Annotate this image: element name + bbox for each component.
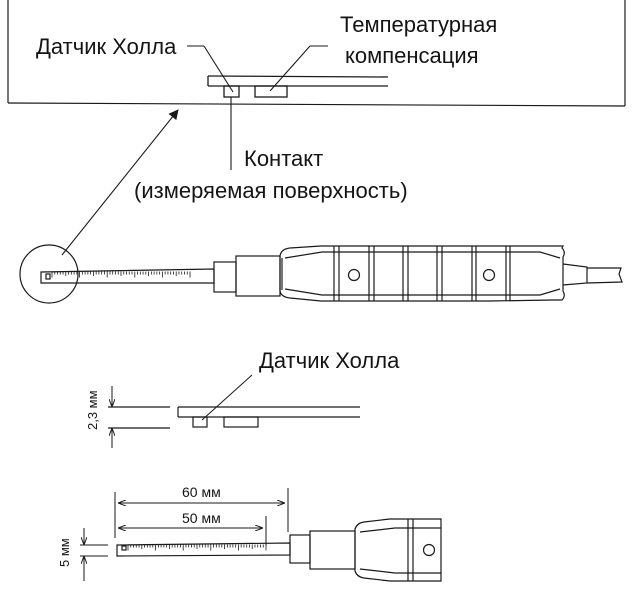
handle-hole-left [347, 268, 361, 282]
hall-leader-diagonal [203, 45, 234, 93]
dimension-view [80, 488, 442, 582]
temp-comp-chip [254, 85, 288, 98]
width-dimension-label: 5 мм [57, 538, 72, 567]
temp-leader-diagonal [269, 45, 311, 92]
contact-label-line2: (измеряемая поверхность) [134, 178, 408, 203]
contact-label-line1: Контакт [244, 146, 324, 171]
temp-comp-label-line2: компенсация [345, 43, 479, 68]
length-60-label: 60 мм [182, 484, 221, 500]
probe-handle [279, 245, 565, 302]
ruler-tip [40, 268, 215, 284]
shaft-collar-2 [235, 255, 281, 297]
side-detail [108, 374, 360, 448]
thickness-dimension-label: 2,3 мм [85, 390, 100, 430]
ruler-tip-dim [116, 542, 291, 557]
side-hall-leader [201, 374, 253, 421]
handle-hole-right [482, 268, 496, 282]
top-detail-box [7, 0, 626, 107]
temp-comp-label-line1: Температурная [340, 12, 498, 37]
hall-sensor-label-top: Датчик Холла [36, 34, 177, 59]
temp-comp-chip-side [223, 416, 259, 428]
hall-sensor-label-side: Датчик Холла [259, 348, 400, 373]
sensor-plate-top [207, 75, 389, 98]
hall-sensor-chip [223, 85, 240, 98]
hall-sensor-chip-side [192, 416, 208, 428]
box-bottom-edge [7, 102, 626, 107]
zoom-arrow [61, 109, 179, 256]
length-50-label: 50 мм [182, 510, 221, 526]
probe-overview [19, 244, 623, 304]
top-leaders [187, 45, 328, 170]
shaft-collar-1 [213, 261, 237, 293]
zoom-circle [19, 244, 79, 304]
probe-cable [562, 263, 623, 286]
